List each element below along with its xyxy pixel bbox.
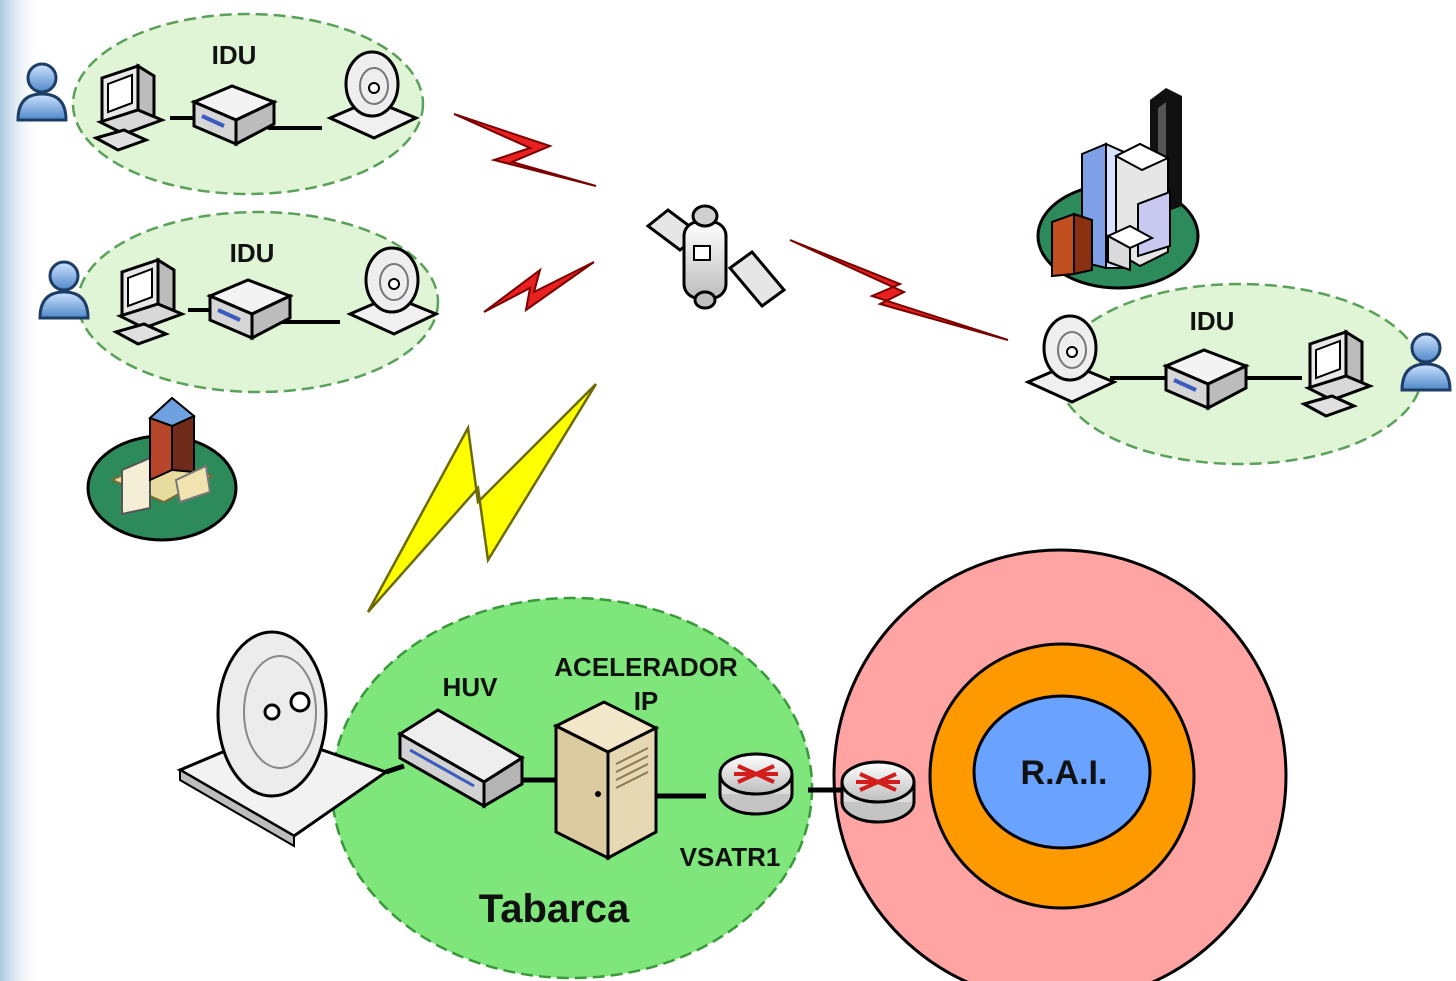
huv-label: HUV: [443, 672, 499, 702]
remote-site-right: IDU: [1026, 282, 1452, 466]
city-buildings-icon: [1036, 88, 1200, 290]
satellite-icon: [645, 204, 787, 310]
lightning-bolt-icon: [453, 113, 597, 187]
idu-label: IDU: [1190, 306, 1235, 336]
lightning-bolt-icon: [366, 383, 598, 613]
lightning-bolt-icon: [789, 239, 1009, 341]
rai-network-rings: R.A.I.: [832, 548, 1288, 981]
remote-site-top: IDU: [16, 12, 425, 196]
rai-label: R.A.I.: [1021, 754, 1108, 792]
background-edge: [0, 0, 40, 981]
vsatr1-label: VSATR1: [680, 842, 781, 872]
idu-label: IDU: [230, 238, 275, 268]
router-icon: [840, 760, 916, 824]
tabarca-label: Tabarca: [479, 887, 630, 931]
huv-device-icon: [397, 708, 525, 809]
acelerador-label: ACELERADOR: [554, 652, 738, 682]
router-icon: [718, 752, 794, 816]
inner-ring: [972, 694, 1152, 850]
lightning-bolt-icon: [483, 261, 595, 313]
remote-site-middle: IDU: [38, 210, 440, 394]
dish-icon: [176, 630, 390, 848]
acelerador-ip-label: IP: [634, 686, 659, 716]
server-icon: [552, 700, 660, 861]
idu-label: IDU: [212, 40, 257, 70]
church-building-icon: [86, 396, 238, 542]
hub-site-tabarca: HUV ACELERADOR IP VSATR1 Tabarca: [176, 596, 842, 980]
